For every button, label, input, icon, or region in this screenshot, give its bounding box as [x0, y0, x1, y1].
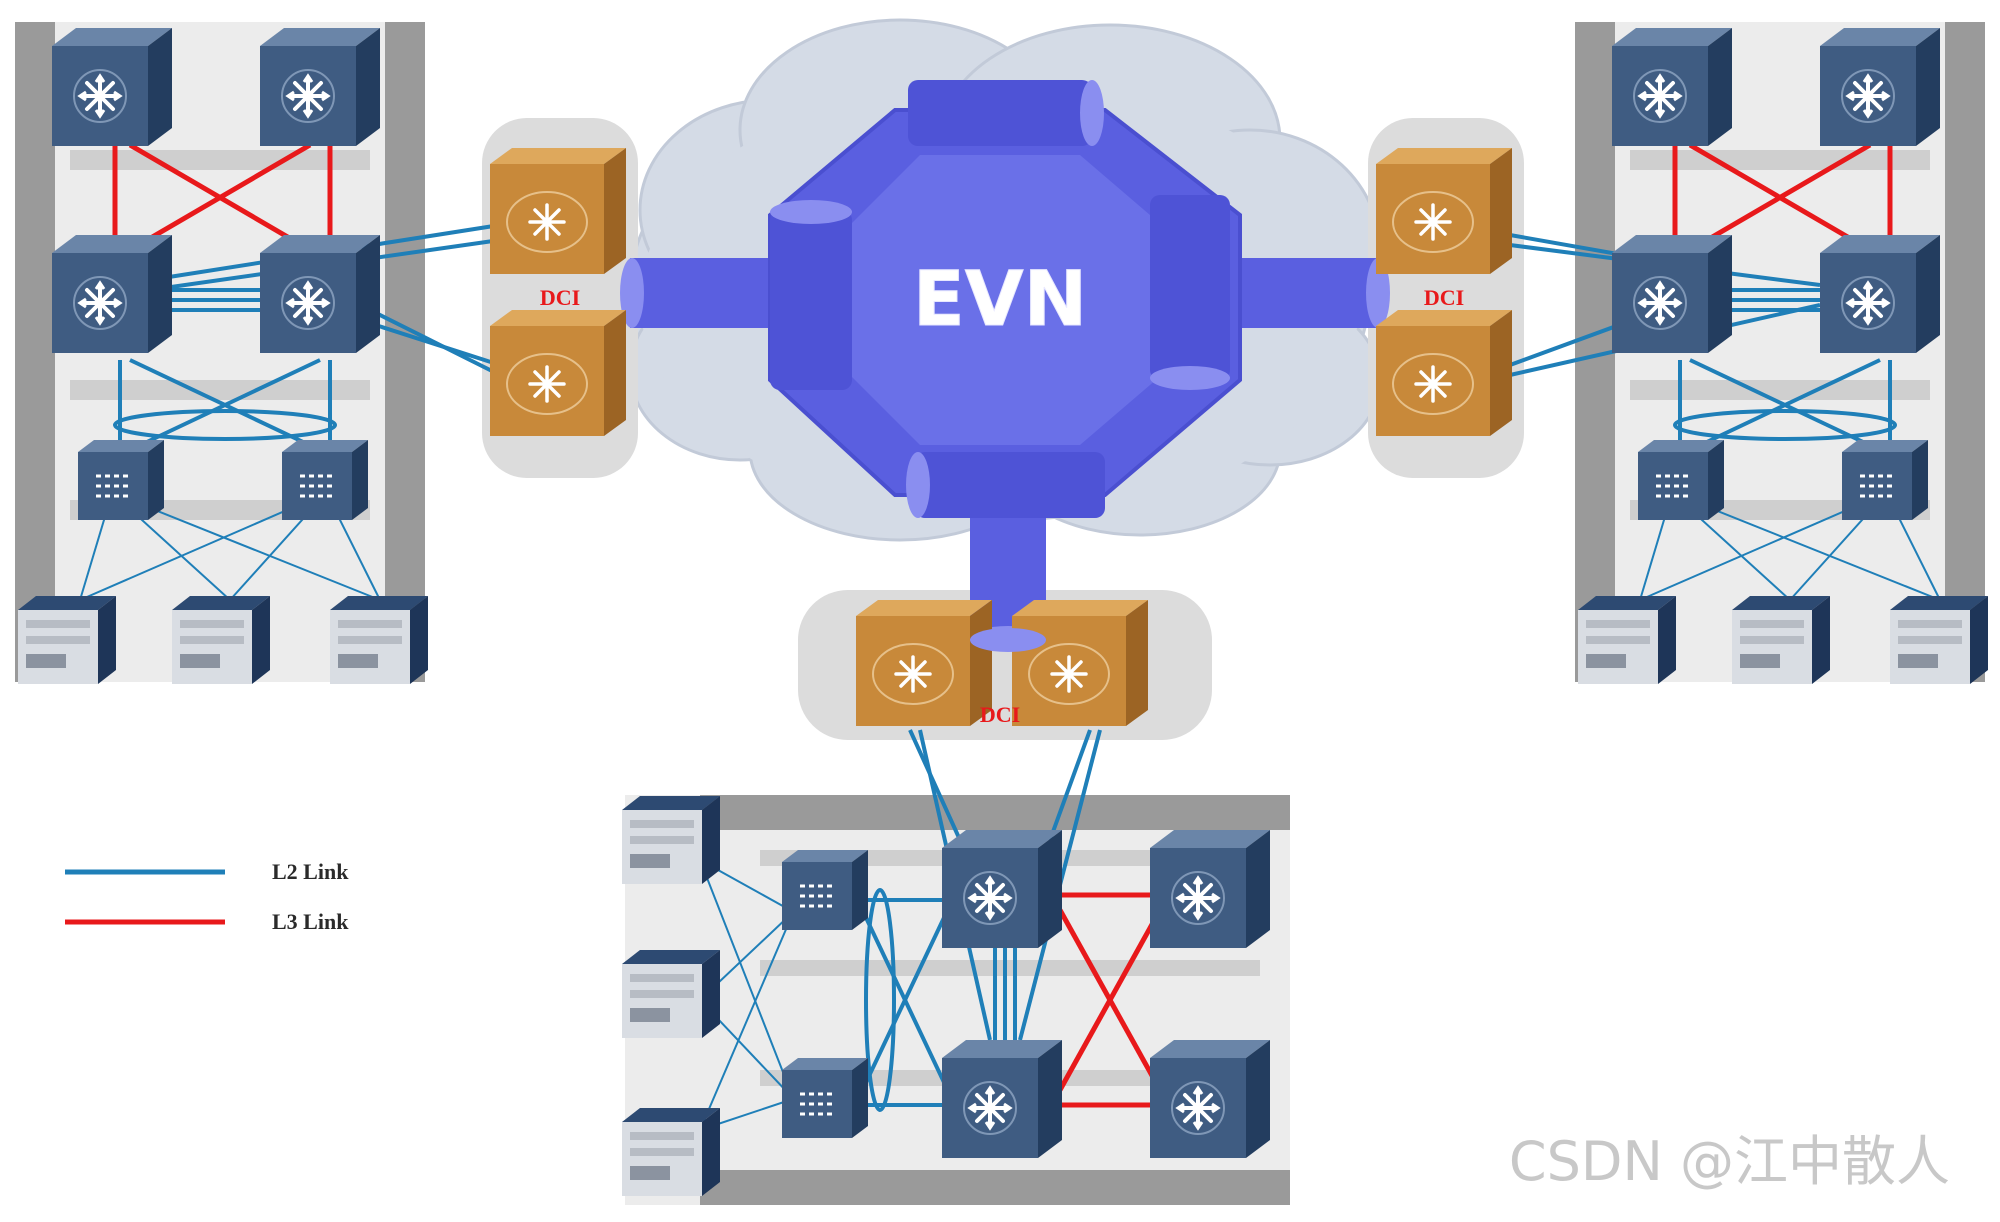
leaf-switch-right-1 [1610, 233, 1734, 355]
evn-label: EVN [913, 254, 1087, 343]
access-switch-left-2 [280, 438, 370, 522]
server-bottom-1 [622, 796, 720, 884]
server-left-2 [172, 596, 270, 684]
evn-core-face [830, 155, 1185, 445]
access-switch-left-1 [76, 438, 166, 522]
watermark: CSDN @江中散人 [1509, 1130, 1950, 1193]
leaf-switch-left-2 [258, 233, 382, 355]
server-bottom-3 [622, 1108, 720, 1196]
access-switch-bottom-2 [780, 1056, 870, 1140]
server-left-1 [18, 596, 116, 684]
legend-l3-label: L3 Link [272, 909, 349, 934]
dc-right [1509, 22, 1988, 684]
dci-gateway-bottom-1 [854, 598, 994, 728]
dc-bottom [622, 729, 1290, 1205]
legend: L2 Link L3 Link [65, 859, 349, 934]
spine-switch-bottom-2 [1148, 1038, 1272, 1160]
dci-gateway-bottom-2 [1010, 598, 1150, 728]
legend-l2-label: L2 Link [272, 859, 349, 884]
access-switch-bottom-1 [780, 848, 870, 932]
leaf-switch-right-2 [1818, 233, 1942, 355]
dci-label-bottom: DCI [980, 702, 1020, 727]
rack-left-rail-l [15, 22, 55, 682]
spine-switch-right-1 [1610, 26, 1734, 148]
evn-cylinders [770, 80, 1230, 518]
dci-gateway-right-2 [1374, 308, 1514, 438]
leaf-switch-left-1 [50, 233, 174, 355]
server-right-3 [1890, 596, 1988, 684]
dci-label-left: DCI [540, 285, 580, 310]
dc-left [15, 22, 501, 684]
spine-switch-bottom-1 [1148, 828, 1272, 950]
rack-right-rail-r [1945, 22, 1985, 682]
spine-switch-right-2 [1818, 26, 1942, 148]
access-switch-right-1 [1636, 438, 1726, 522]
dci-gateway-left-2 [488, 308, 628, 438]
spine-switch-left-1 [50, 26, 174, 148]
rack-bottom-rail-top [700, 795, 1290, 830]
server-left-3 [330, 596, 428, 684]
dci-gateway-left-1 [488, 146, 628, 276]
dci-label-right: DCI [1424, 285, 1464, 310]
rack-bottom-rail-bottom [700, 1170, 1290, 1205]
access-switch-right-2 [1840, 438, 1930, 522]
rack-left-rail-r [385, 22, 425, 682]
evn-bottom-tube-cap [970, 628, 1046, 652]
leaf-switch-bottom-1 [940, 828, 1064, 950]
leaf-switch-bottom-2 [940, 1038, 1064, 1160]
server-right-2 [1732, 596, 1830, 684]
server-bottom-2 [622, 950, 720, 1038]
server-right-1 [1578, 596, 1676, 684]
spine-switch-left-2 [258, 26, 382, 148]
dci-gateway-right-1 [1374, 146, 1514, 276]
